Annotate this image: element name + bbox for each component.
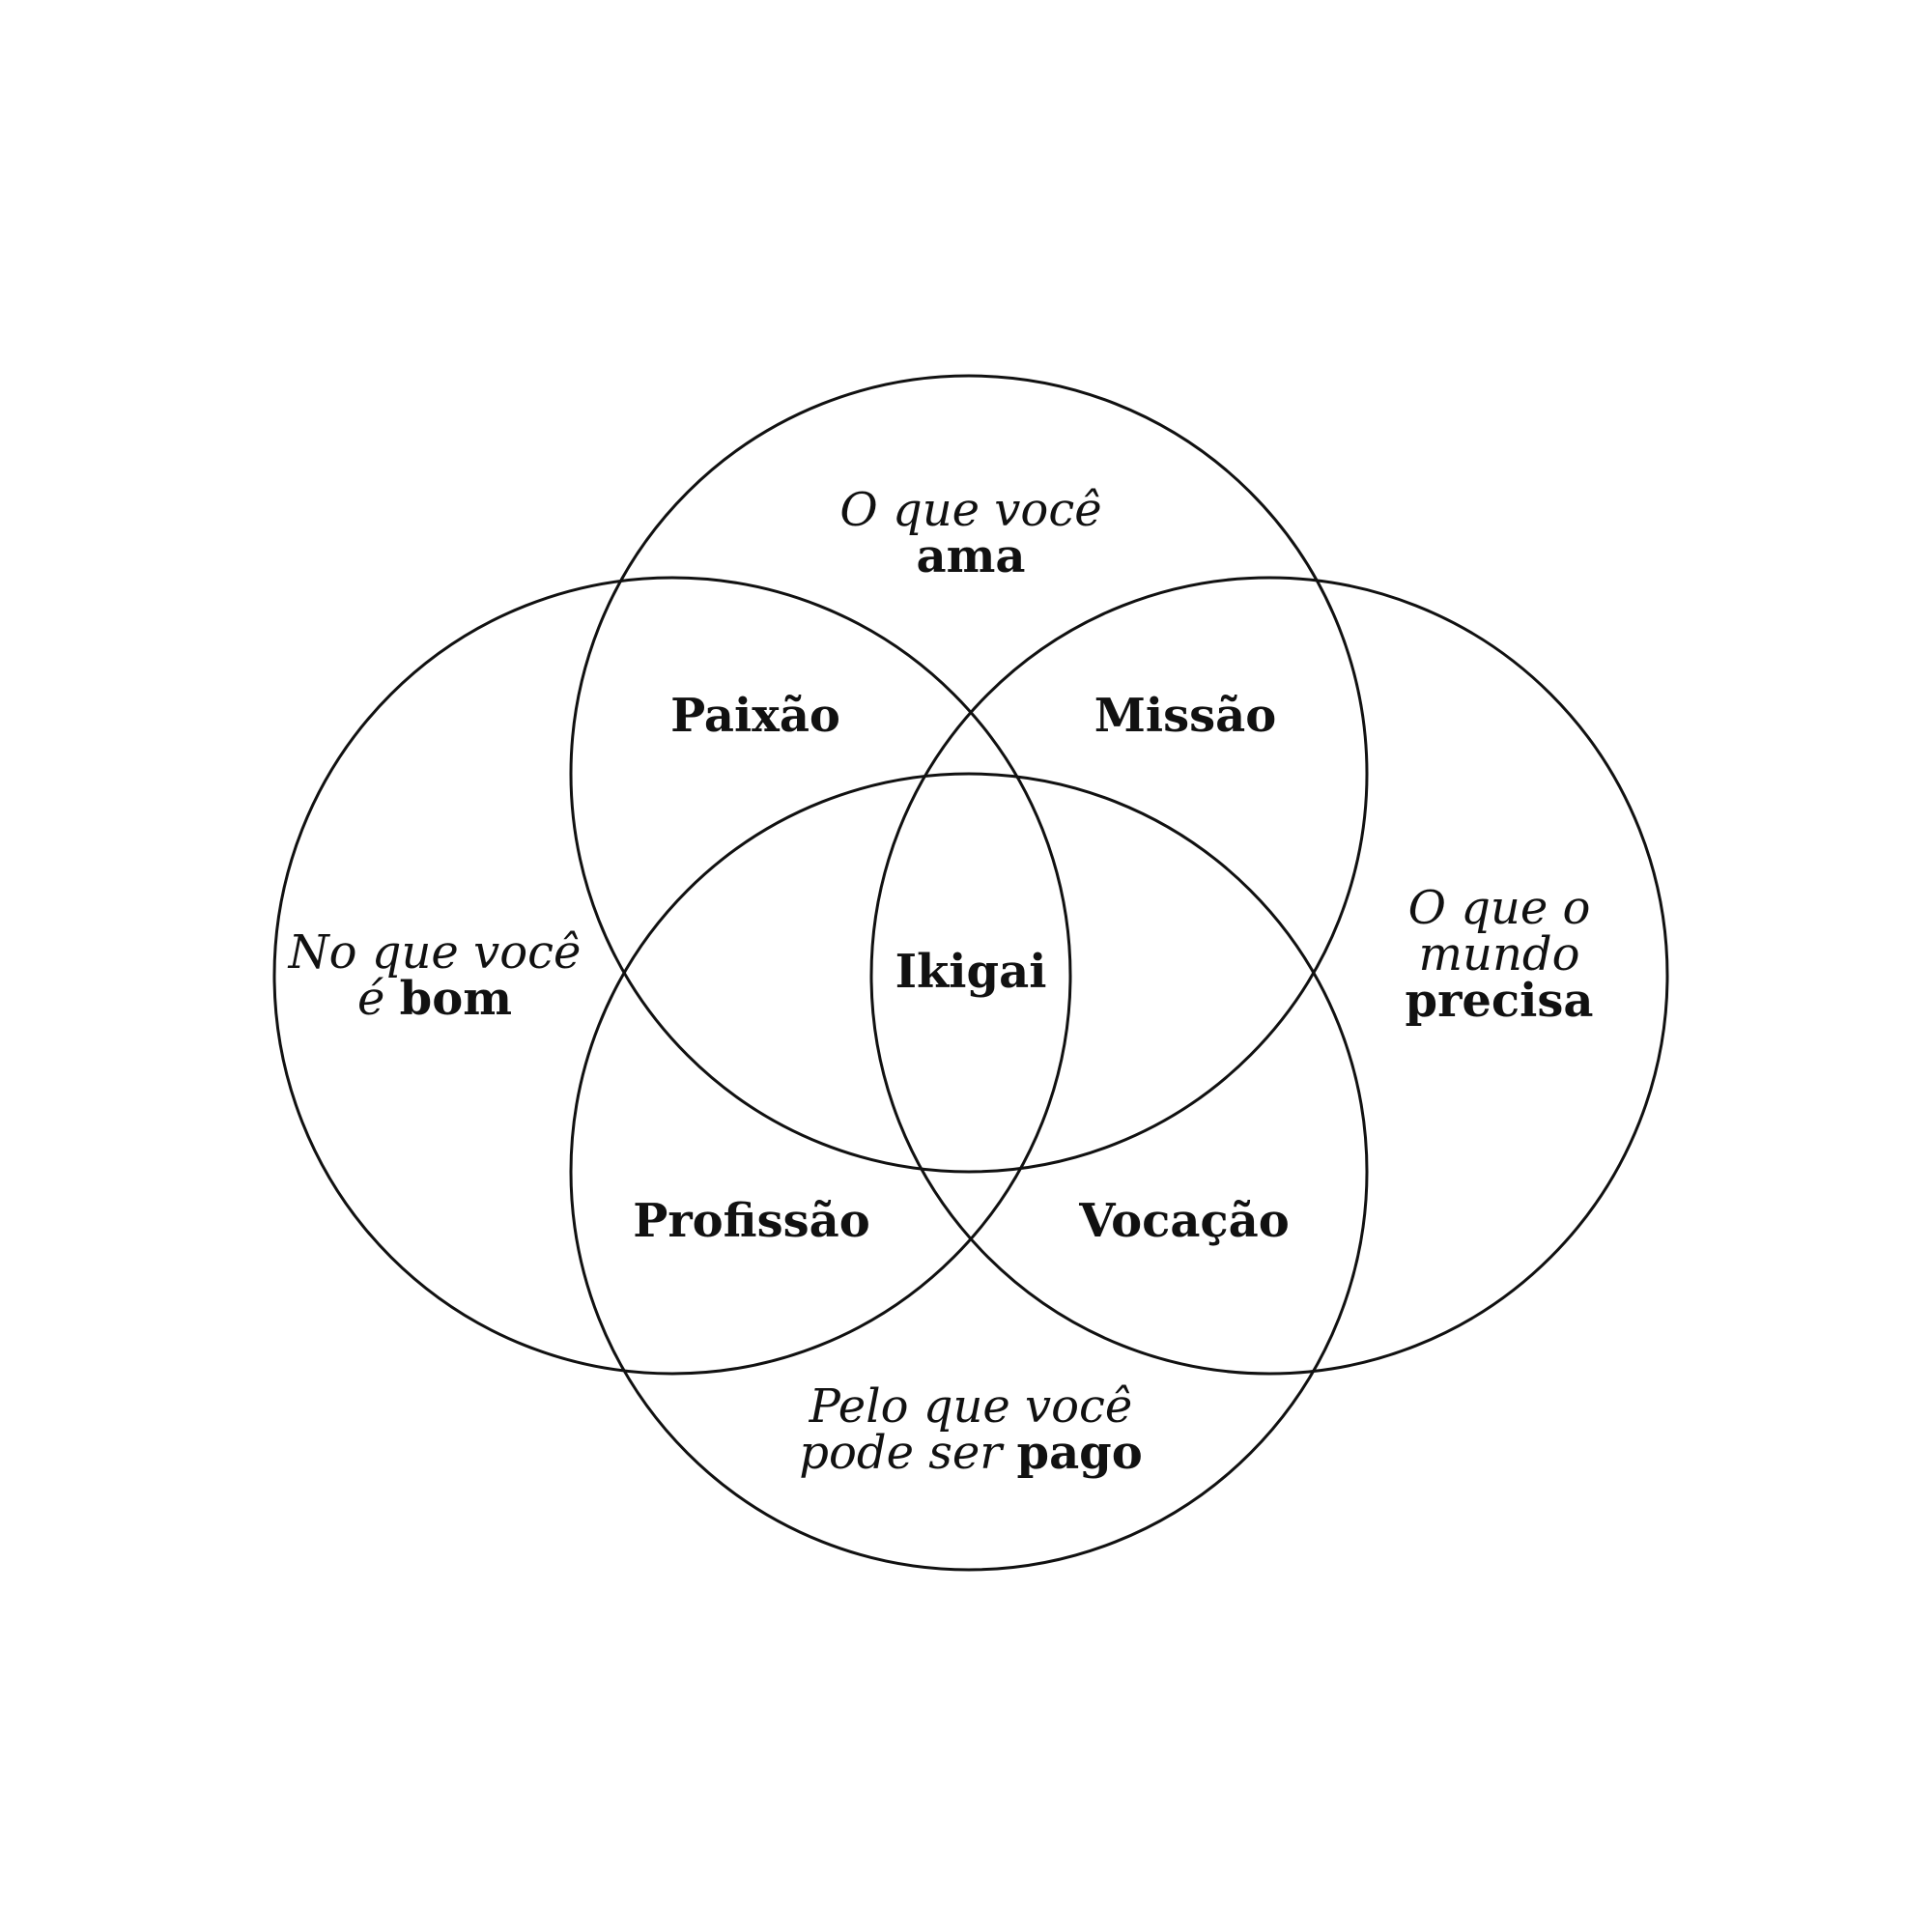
- label-paid-bold: pago: [1016, 1426, 1143, 1480]
- label-ikigai: Ikigai: [895, 945, 1047, 999]
- label-paid-italic-2: pode ser: [799, 1426, 1003, 1480]
- label-what-you-love: O que você ama: [839, 487, 1101, 580]
- label-good-at-bold: bom: [399, 972, 513, 1026]
- label-good-at-italic-2: é: [356, 972, 385, 1026]
- label-world-needs-italic-2: mundo: [1418, 927, 1580, 981]
- circle-top: [569, 374, 1369, 1174]
- label-what-you-love-italic: O que você: [839, 483, 1102, 537]
- label-what-you-can-be-paid-for: Pelo que você pode ser pago: [799, 1383, 1143, 1476]
- label-what-you-love-bold: ama: [916, 529, 1026, 583]
- label-good-at-italic-1: No que você: [288, 925, 582, 980]
- label-what-you-are-good-at: No que você é bom: [289, 929, 582, 1022]
- label-what-the-world-needs: O que o mundo precisa: [1406, 885, 1594, 1024]
- circle-left: [272, 576, 1072, 1376]
- label-world-needs-bold: precisa: [1405, 974, 1594, 1028]
- label-paid-italic-1: Pelo que você: [809, 1379, 1133, 1434]
- label-world-needs-italic-1: O que o: [1407, 881, 1591, 935]
- label-profession: Profissão: [633, 1194, 870, 1248]
- label-passion: Paixão: [670, 689, 840, 743]
- circle-right: [869, 576, 1669, 1376]
- label-mission: Missão: [1094, 689, 1277, 743]
- label-vocation: Vocação: [1079, 1194, 1290, 1248]
- circle-bottom: [569, 772, 1369, 1572]
